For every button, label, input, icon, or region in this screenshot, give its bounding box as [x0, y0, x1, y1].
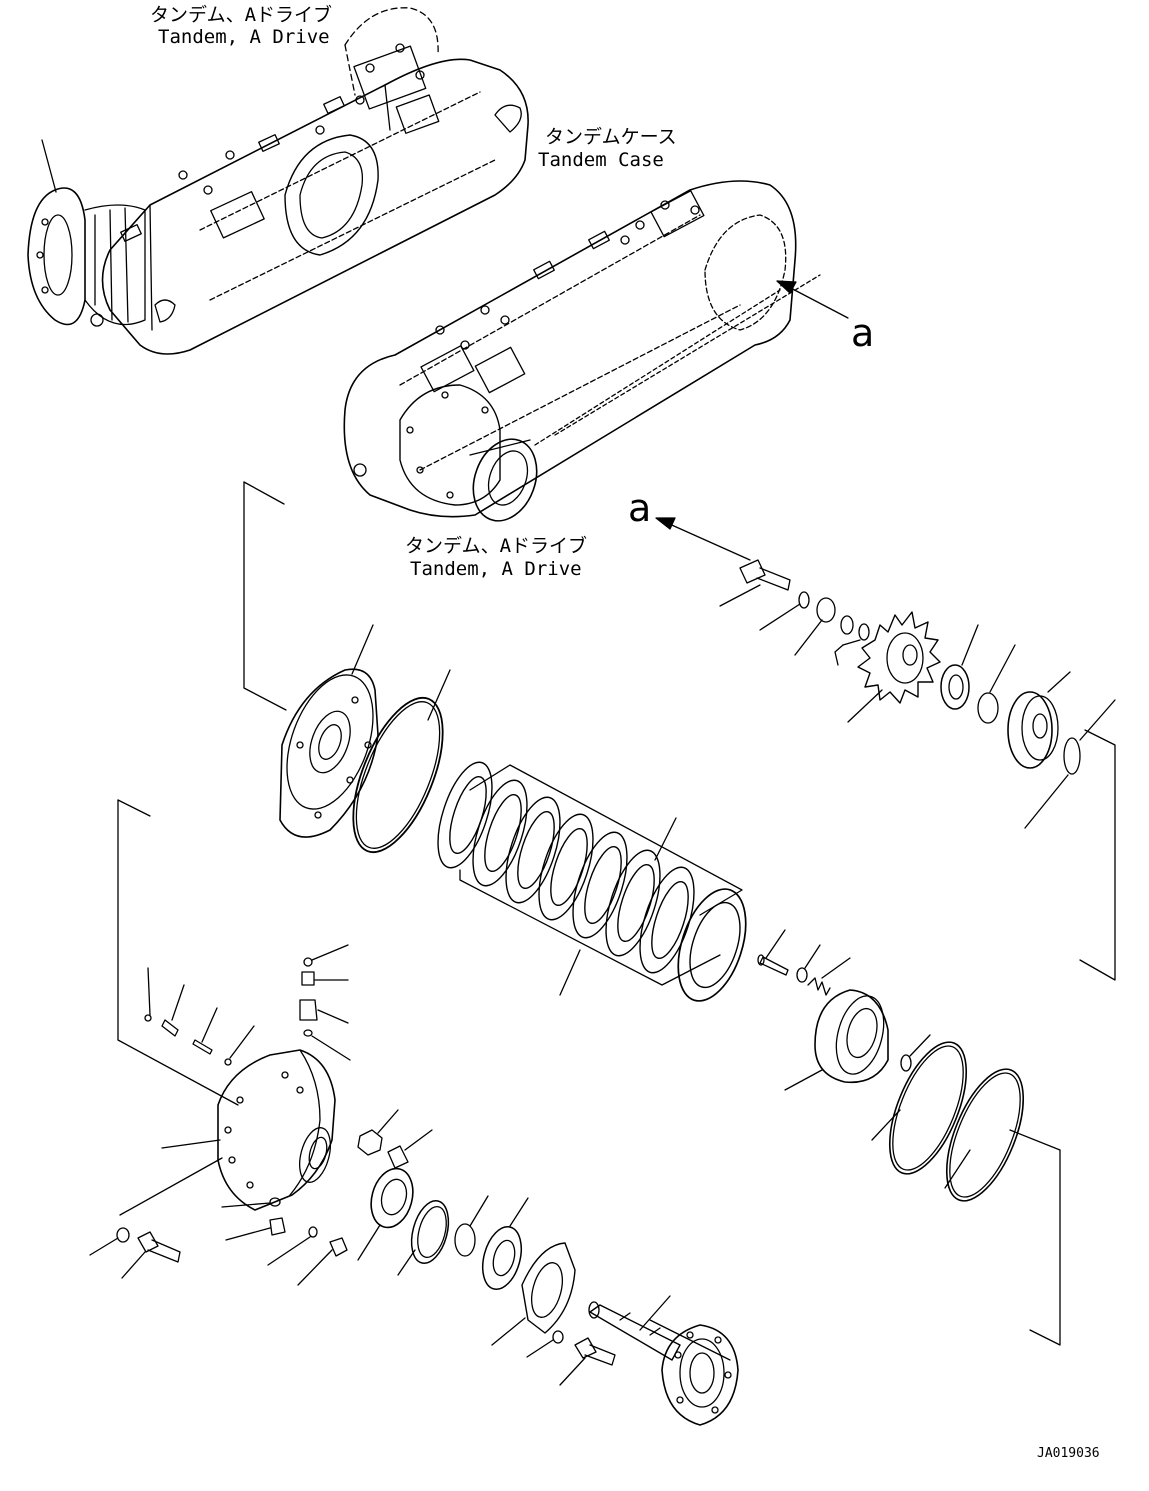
tandem-case-label-jp: タンデムケース [545, 126, 677, 148]
top-tandem-assembly [28, 8, 528, 354]
tandem-case-label-en: Tandem Case [538, 149, 664, 171]
lower-drive-label-en: Tandem, A Drive [410, 558, 582, 580]
ref-a-left: a [628, 486, 652, 530]
carrier-plate [270, 625, 461, 864]
top-drive-label-en: Tandem, A Drive [158, 26, 330, 48]
tandem-case [344, 181, 848, 530]
bracket-lines [118, 482, 1115, 1360]
lower-drive-label-jp: タンデム、Aドライブ [405, 535, 588, 557]
housing-group [90, 945, 738, 1425]
sprocket-row [720, 560, 1115, 828]
piston-group [758, 930, 1039, 1211]
ref-a-right: a [851, 311, 875, 355]
top-drive-label-jp: タンデム、Aドライブ [150, 4, 333, 26]
clutch-disc-pack [427, 756, 758, 1010]
drawing-code: JA019036 [1037, 1446, 1100, 1461]
